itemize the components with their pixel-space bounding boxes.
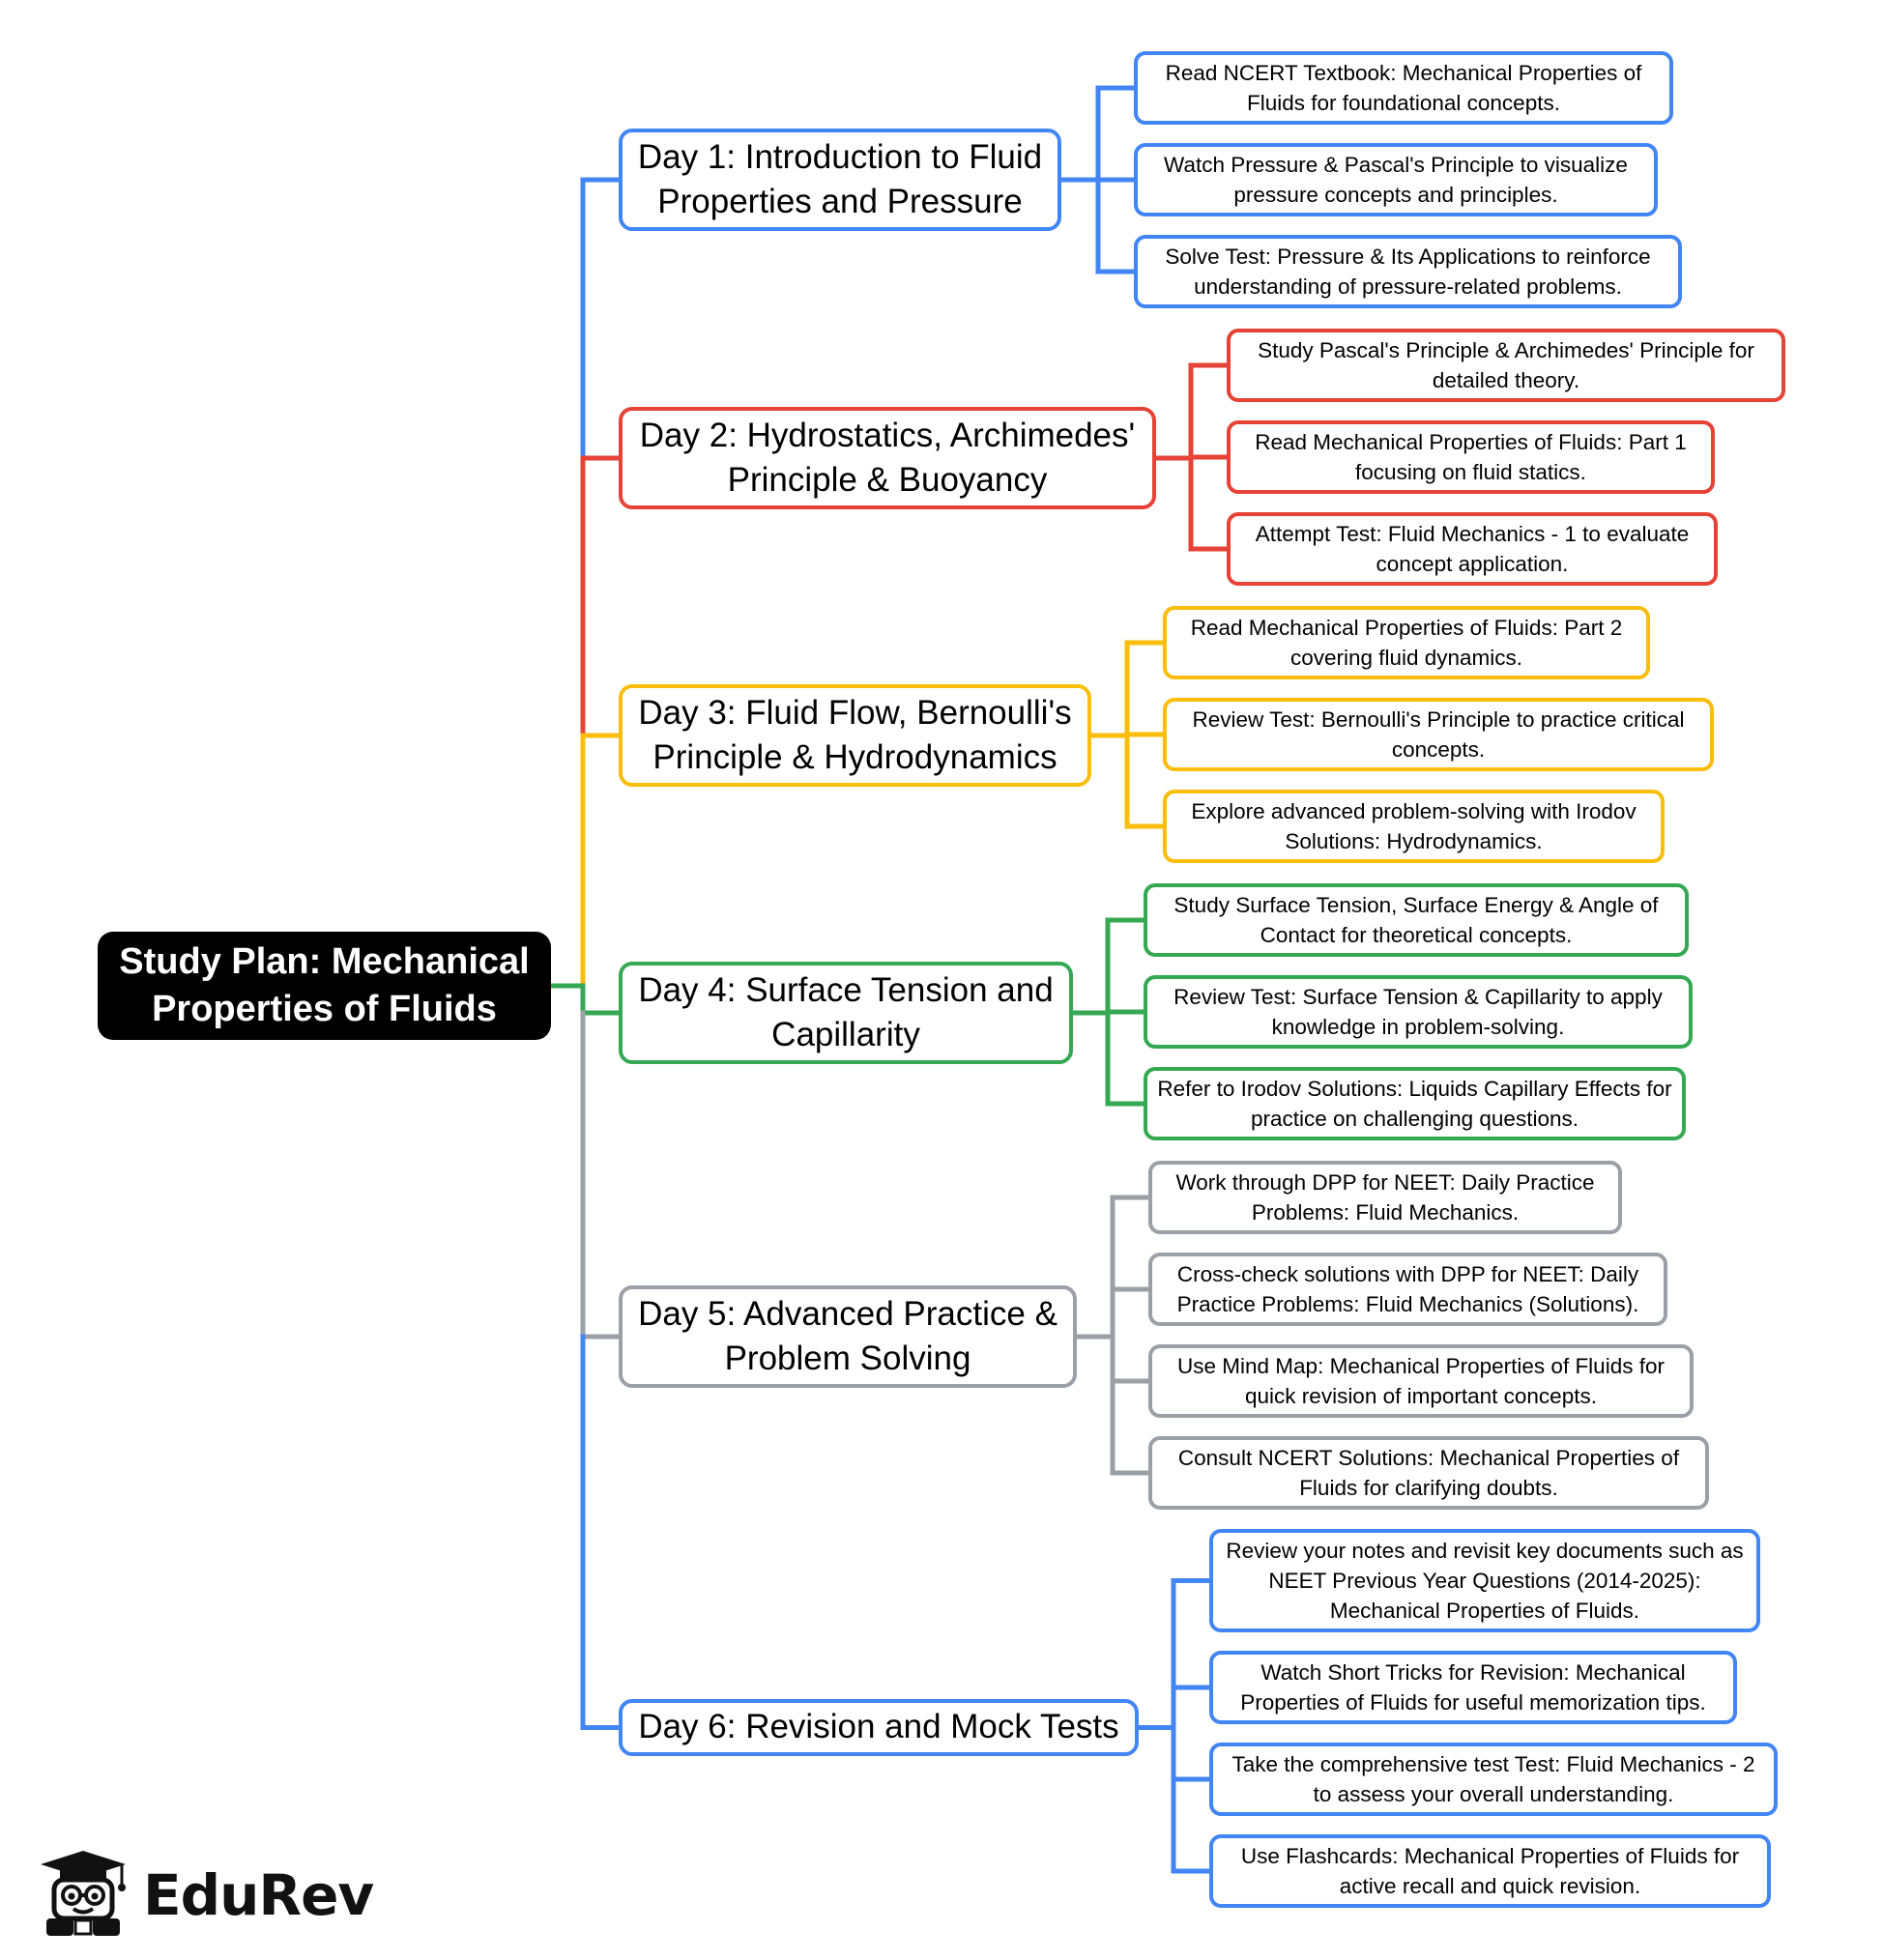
day-6-title: Day 6: Revision and Mock Tests [638, 1708, 1119, 1746]
day-3-task-2: Review Test: Bernoulli's Principle to pr… [1163, 698, 1714, 771]
day-5-task-4: Consult NCERT Solutions: Mechanical Prop… [1148, 1436, 1709, 1510]
task-text: Use Flashcards: Mechanical Properties of… [1240, 1843, 1740, 1898]
day-3-node: Day 3: Fluid Flow, Bernoulli's Principle… [619, 684, 1091, 787]
day-4-task-1: Study Surface Tension, Surface Energy & … [1144, 883, 1689, 957]
day-2-task-3: Attempt Test: Fluid Mechanics - 1 to eva… [1227, 512, 1718, 586]
task-text: Review your notes and revisit key docume… [1226, 1538, 1744, 1624]
task-text: Cross-check solutions with DPP for NEET:… [1176, 1261, 1639, 1316]
day-3-task-1: Read Mechanical Properties of Fluids: Pa… [1163, 606, 1650, 679]
task-text: Read Mechanical Properties of Fluids: Pa… [1255, 429, 1687, 484]
day-2-title: Day 2: Hydrostatics, Archimedes' Princip… [639, 416, 1136, 499]
brand-name: EduRev [143, 1862, 374, 1928]
task-text: Take the comprehensive test Test: Fluid … [1231, 1751, 1755, 1806]
day-2-task-2: Read Mechanical Properties of Fluids: Pa… [1227, 420, 1715, 494]
day-1-node: Day 1: Introduction to Fluid Properties … [619, 129, 1061, 231]
day-3-task-3: Explore advanced problem-solving with Ir… [1163, 790, 1665, 863]
day-6-node: Day 6: Revision and Mock Tests [619, 1699, 1139, 1756]
graduation-cap-mascot-icon [41, 1851, 126, 1936]
task-text: Watch Pressure & Pascal's Principle to v… [1164, 152, 1628, 207]
day-5-task-2: Cross-check solutions with DPP for NEET:… [1148, 1253, 1667, 1326]
task-text: Refer to Irodov Solutions: Liquids Capil… [1157, 1076, 1672, 1131]
day-6-task-2: Watch Short Tricks for Revision: Mechani… [1209, 1651, 1737, 1724]
day-5-node: Day 5: Advanced Practice & Problem Solvi… [619, 1285, 1077, 1388]
task-text: Review Test: Bernoulli's Principle to pr… [1192, 706, 1685, 762]
day-2-node: Day 2: Hydrostatics, Archimedes' Princip… [619, 407, 1156, 509]
day-4-title: Day 4: Surface Tension and Capillarity [638, 970, 1054, 1053]
task-text: Read NCERT Textbook: Mechanical Properti… [1165, 60, 1642, 115]
task-text: Attempt Test: Fluid Mechanics - 1 to eva… [1255, 521, 1690, 576]
task-text: Read Mechanical Properties of Fluids: Pa… [1190, 615, 1623, 670]
day-6-task-3: Take the comprehensive test Test: Fluid … [1209, 1743, 1778, 1816]
task-text: Review Test: Surface Tension & Capillari… [1173, 984, 1663, 1039]
day-5-task-1: Work through DPP for NEET: Daily Practic… [1148, 1161, 1622, 1234]
task-text: Explore advanced problem-solving with Ir… [1191, 798, 1637, 853]
task-text: Work through DPP for NEET: Daily Practic… [1175, 1169, 1595, 1225]
day-4-node: Day 4: Surface Tension and Capillarity [619, 962, 1073, 1064]
day-6-task-4: Use Flashcards: Mechanical Properties of… [1209, 1834, 1771, 1908]
day-2-task-1: Study Pascal's Principle & Archimedes' P… [1227, 329, 1785, 402]
day-5-title: Day 5: Advanced Practice & Problem Solvi… [638, 1294, 1057, 1377]
day-1-task-3: Solve Test: Pressure & Its Applications … [1134, 235, 1682, 308]
root-topic: Study Plan: Mechanical Properties of Flu… [98, 932, 551, 1040]
task-text: Study Pascal's Principle & Archimedes' P… [1258, 337, 1754, 392]
task-text: Watch Short Tricks for Revision: Mechani… [1240, 1659, 1706, 1715]
day-6-task-1: Review your notes and revisit key docume… [1209, 1529, 1760, 1632]
task-text: Use Mind Map: Mechanical Properties of F… [1177, 1353, 1665, 1408]
day-4-task-3: Refer to Irodov Solutions: Liquids Capil… [1144, 1067, 1686, 1140]
day-1-title: Day 1: Introduction to Fluid Properties … [637, 137, 1043, 220]
day-4-task-2: Review Test: Surface Tension & Capillari… [1144, 975, 1693, 1049]
task-text: Solve Test: Pressure & Its Applications … [1165, 244, 1651, 299]
day-3-title: Day 3: Fluid Flow, Bernoulli's Principle… [638, 693, 1072, 776]
edurev-logo: EduRev [33, 1841, 381, 1947]
day-1-task-2: Watch Pressure & Pascal's Principle to v… [1134, 143, 1658, 216]
day-5-task-3: Use Mind Map: Mechanical Properties of F… [1148, 1344, 1694, 1418]
task-text: Study Surface Tension, Surface Energy & … [1173, 892, 1659, 947]
task-text: Consult NCERT Solutions: Mechanical Prop… [1177, 1445, 1680, 1500]
day-1-task-1: Read NCERT Textbook: Mechanical Properti… [1134, 51, 1673, 125]
